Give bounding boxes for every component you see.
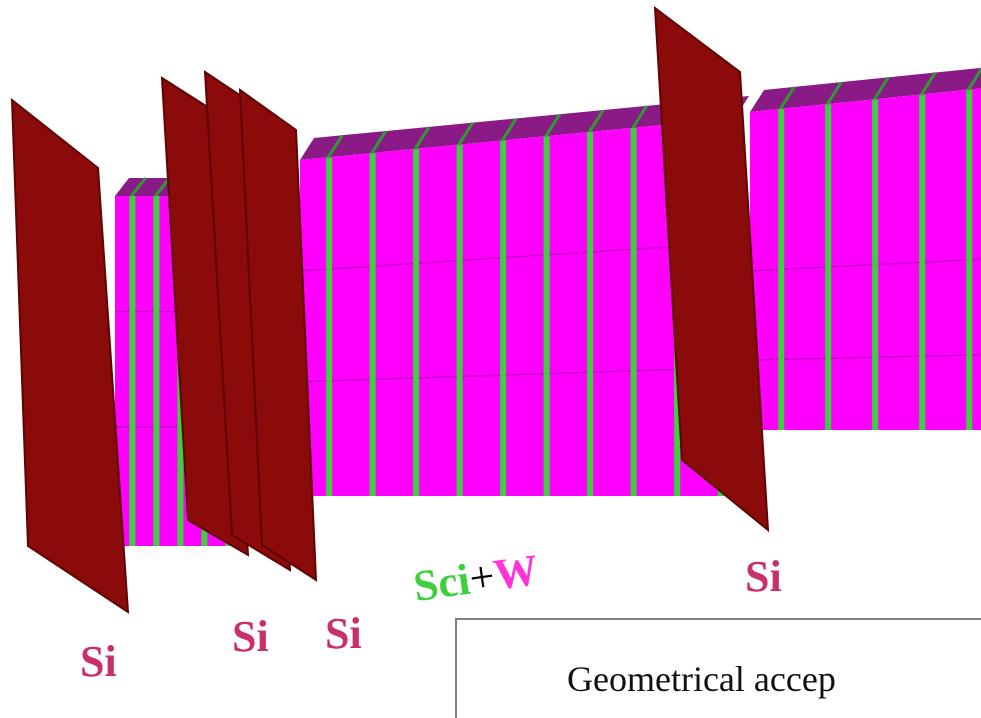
block-right xyxy=(749,67,981,431)
si-label-1: Si xyxy=(80,637,117,686)
silicon-plane-1-face xyxy=(10,97,130,614)
block-right-scintillator-top-0 xyxy=(778,86,796,110)
calorimeter-diagram xyxy=(10,5,981,614)
block-middle-scintillator-6 xyxy=(587,132,594,496)
block-middle-scintillator-top-1 xyxy=(370,130,387,155)
sci-label: Sci xyxy=(410,554,473,611)
block-right-scintillator-3 xyxy=(919,94,926,430)
block-right-scintillator-0 xyxy=(778,109,785,431)
block-right-scintillator-top-2 xyxy=(872,76,890,101)
si-label-2: Si xyxy=(232,612,269,661)
block-middle-scintillator-0 xyxy=(326,157,333,497)
silicon-planes xyxy=(10,5,770,614)
block-middle-scintillator-top-5 xyxy=(544,113,561,138)
block-middle-scintillator-2 xyxy=(413,149,420,496)
block-middle-scintillator-top-7 xyxy=(631,105,648,129)
block-small-scintillator-top-0 xyxy=(130,177,147,197)
block-middle-scintillator-3 xyxy=(456,144,463,496)
block-middle-scintillator-top-4 xyxy=(500,117,518,142)
w-label: W xyxy=(490,545,542,600)
block-right-scintillator-1 xyxy=(825,104,832,430)
caption-text: Geometrical accep xyxy=(567,659,836,699)
block-right-scintillator-4 xyxy=(966,89,973,431)
block-right-scintillator-top-3 xyxy=(919,71,937,96)
block-right-scintillator-top-4 xyxy=(966,67,981,91)
block-right-scintillator-top-1 xyxy=(825,81,843,106)
si-label-4: Si xyxy=(745,552,782,601)
caption-box: Geometrical accep xyxy=(455,618,981,718)
silicon-plane-1 xyxy=(10,97,130,614)
block-middle-scintillator-5 xyxy=(543,136,550,497)
block-middle-top-face xyxy=(300,96,749,160)
silicon-plane-4-face xyxy=(238,87,318,582)
silicon-plane-5 xyxy=(653,5,770,533)
block-middle-front-face xyxy=(300,118,735,496)
block-middle-scintillator-1 xyxy=(369,153,376,496)
silicon-plane-4 xyxy=(238,87,318,582)
block-right-scintillator-2 xyxy=(872,99,879,431)
block-right-top-face xyxy=(750,67,981,112)
block-right-front-face xyxy=(750,88,981,430)
block-right-row-break-1 xyxy=(749,354,981,361)
block-middle-scintillator-top-2 xyxy=(413,126,431,150)
silicon-plane-5-face xyxy=(653,5,770,533)
block-middle-scintillator-4 xyxy=(500,140,507,496)
block-middle-scintillator-7 xyxy=(630,128,637,496)
block-small-scintillator-0 xyxy=(129,196,136,546)
block-middle-scintillator-top-0 xyxy=(326,134,344,159)
block-middle-scintillator-top-6 xyxy=(587,109,605,134)
block-small-scintillator-1 xyxy=(153,196,160,546)
si-label-3: Si xyxy=(325,609,362,658)
block-right-row-break-0 xyxy=(749,258,981,272)
block-middle-scintillator-top-3 xyxy=(457,122,474,146)
